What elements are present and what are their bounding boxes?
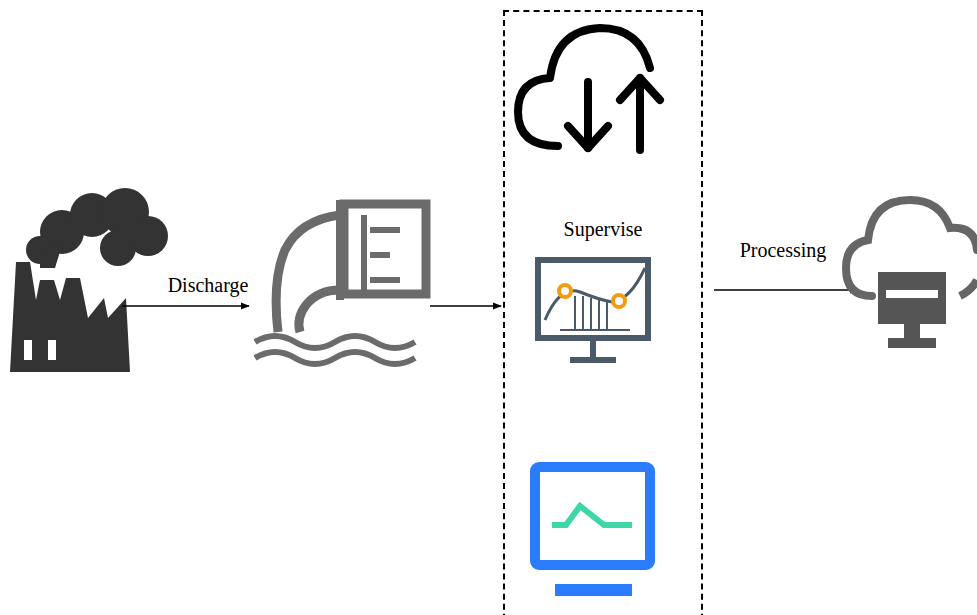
outfall-pipe-icon	[255, 200, 426, 364]
cloud-server-icon	[846, 200, 977, 348]
monitoring-monitor-icon	[538, 260, 648, 360]
discharge-arrow	[122, 305, 249, 307]
cloud-sync-icon	[518, 28, 660, 150]
supervision-group: Supervise	[503, 10, 703, 615]
arrow-label: Processing	[740, 238, 827, 262]
display-monitor-icon	[535, 467, 650, 596]
node-label: Supervise	[564, 217, 643, 241]
arrow-label: Discharge	[168, 273, 249, 297]
factory-icon	[10, 188, 168, 372]
flow-arrow	[430, 305, 501, 307]
processing-arrow	[714, 289, 858, 291]
